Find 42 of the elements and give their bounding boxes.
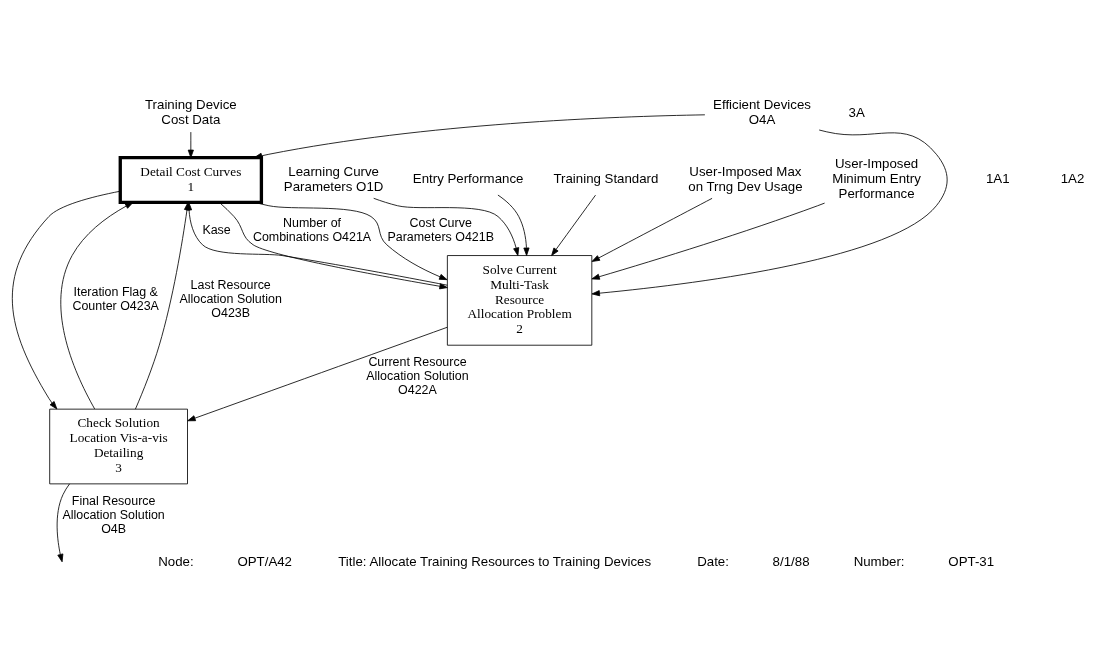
node-box: Check Solution Location Vis-a-vis Detailing 3 bbox=[49, 408, 188, 484]
node-text: Efficient Devices O4A bbox=[713, 96, 811, 127]
node-text: Training Standard bbox=[553, 170, 659, 186]
arrow bbox=[591, 202, 826, 280]
arrow bbox=[219, 201, 448, 289]
arrow bbox=[373, 197, 520, 256]
edge-label: Cost Curve Parameters O421B bbox=[387, 215, 494, 244]
edge-label: Iteration Flag & Counter O423A bbox=[72, 284, 159, 313]
arrow bbox=[135, 201, 190, 409]
arrow bbox=[60, 201, 134, 409]
label: 1A2 bbox=[1060, 170, 1085, 186]
edge-label: Current Resource Allocation Solution O422A bbox=[366, 354, 469, 397]
arrow bbox=[12, 190, 121, 409]
node-box: Detail Cost Curves 1 bbox=[118, 155, 264, 204]
node-text: User-Imposed Minimum Entry Performance bbox=[832, 155, 921, 201]
arrow bbox=[591, 129, 948, 296]
edge-label: Number of Combinations O421A bbox=[252, 215, 372, 244]
arrow bbox=[497, 194, 530, 256]
arrow bbox=[254, 113, 706, 159]
arrow bbox=[551, 194, 596, 256]
node-text: User-Imposed Max on Trng Dev Usage bbox=[688, 163, 803, 194]
arrow bbox=[187, 131, 194, 158]
label: 8/1/88 bbox=[772, 553, 810, 569]
label: OPT/A42 bbox=[237, 553, 292, 569]
label: 3A bbox=[848, 104, 865, 120]
arrow bbox=[591, 197, 713, 262]
edge-label: Last Resource Allocation Solution O423B bbox=[179, 277, 282, 320]
node-text: Learning Curve Parameters O1D bbox=[283, 163, 384, 194]
arrow bbox=[56, 482, 70, 562]
label: Title: Allocate Training Resources to Training Devices bbox=[338, 553, 652, 569]
node-box: Solve Current Multi-Task Resource Allocation Problem 2 bbox=[446, 254, 593, 346]
label: OPT-31 bbox=[948, 553, 995, 569]
edge-label: Kase bbox=[202, 222, 231, 237]
node-text: Training Device Cost Data bbox=[144, 96, 237, 127]
edge-label: Final Resource Allocation Solution O4B bbox=[62, 493, 165, 536]
label: Date: bbox=[697, 553, 729, 569]
node-text: Entry Performance bbox=[412, 170, 524, 186]
arrow bbox=[187, 326, 448, 421]
arrow bbox=[254, 201, 448, 280]
label: Node: bbox=[158, 553, 194, 569]
label: Number: bbox=[853, 553, 905, 569]
label: 1A1 bbox=[986, 170, 1010, 186]
